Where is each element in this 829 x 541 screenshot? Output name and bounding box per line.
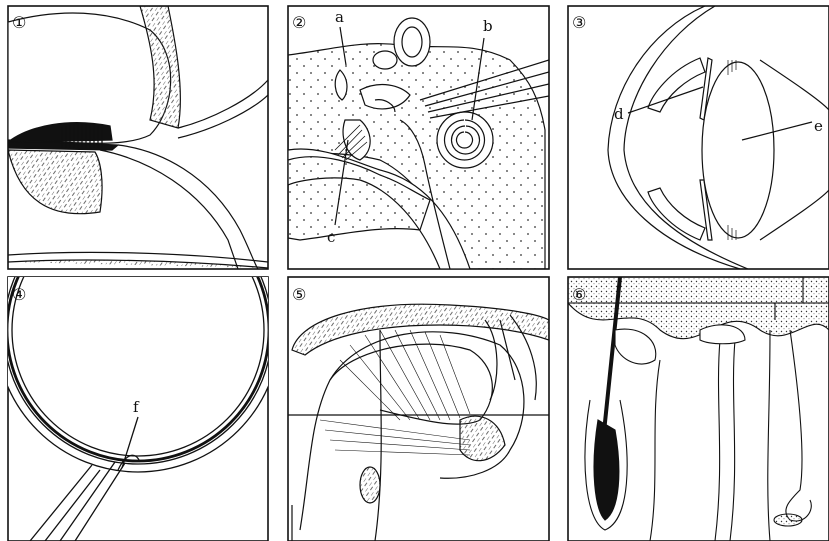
label-d: d — [614, 105, 624, 123]
panel-5-tongue: ⑤ — [288, 277, 549, 541]
panel-6-number: ⑥ — [572, 285, 586, 304]
panel-4-balance: ④ f — [0, 188, 280, 541]
label-a: a — [335, 8, 344, 26]
panel-4-number: ④ — [12, 285, 26, 304]
panel-3-number: ③ — [572, 13, 586, 32]
panel-2-ear: ② a b c — [288, 6, 549, 269]
panel-5-number: ⑤ — [292, 285, 306, 304]
label-b: b — [483, 17, 493, 35]
panel-2-number: ② — [292, 13, 306, 32]
panel-1-olfactory: ① — [8, 6, 268, 269]
panel-1-number: ① — [12, 13, 26, 32]
panel-3-eye: ③ d e — [568, 6, 829, 269]
label-e: e — [814, 117, 823, 135]
panel-6-skin: ⑥ — [568, 277, 829, 541]
label-c: c — [327, 228, 335, 246]
